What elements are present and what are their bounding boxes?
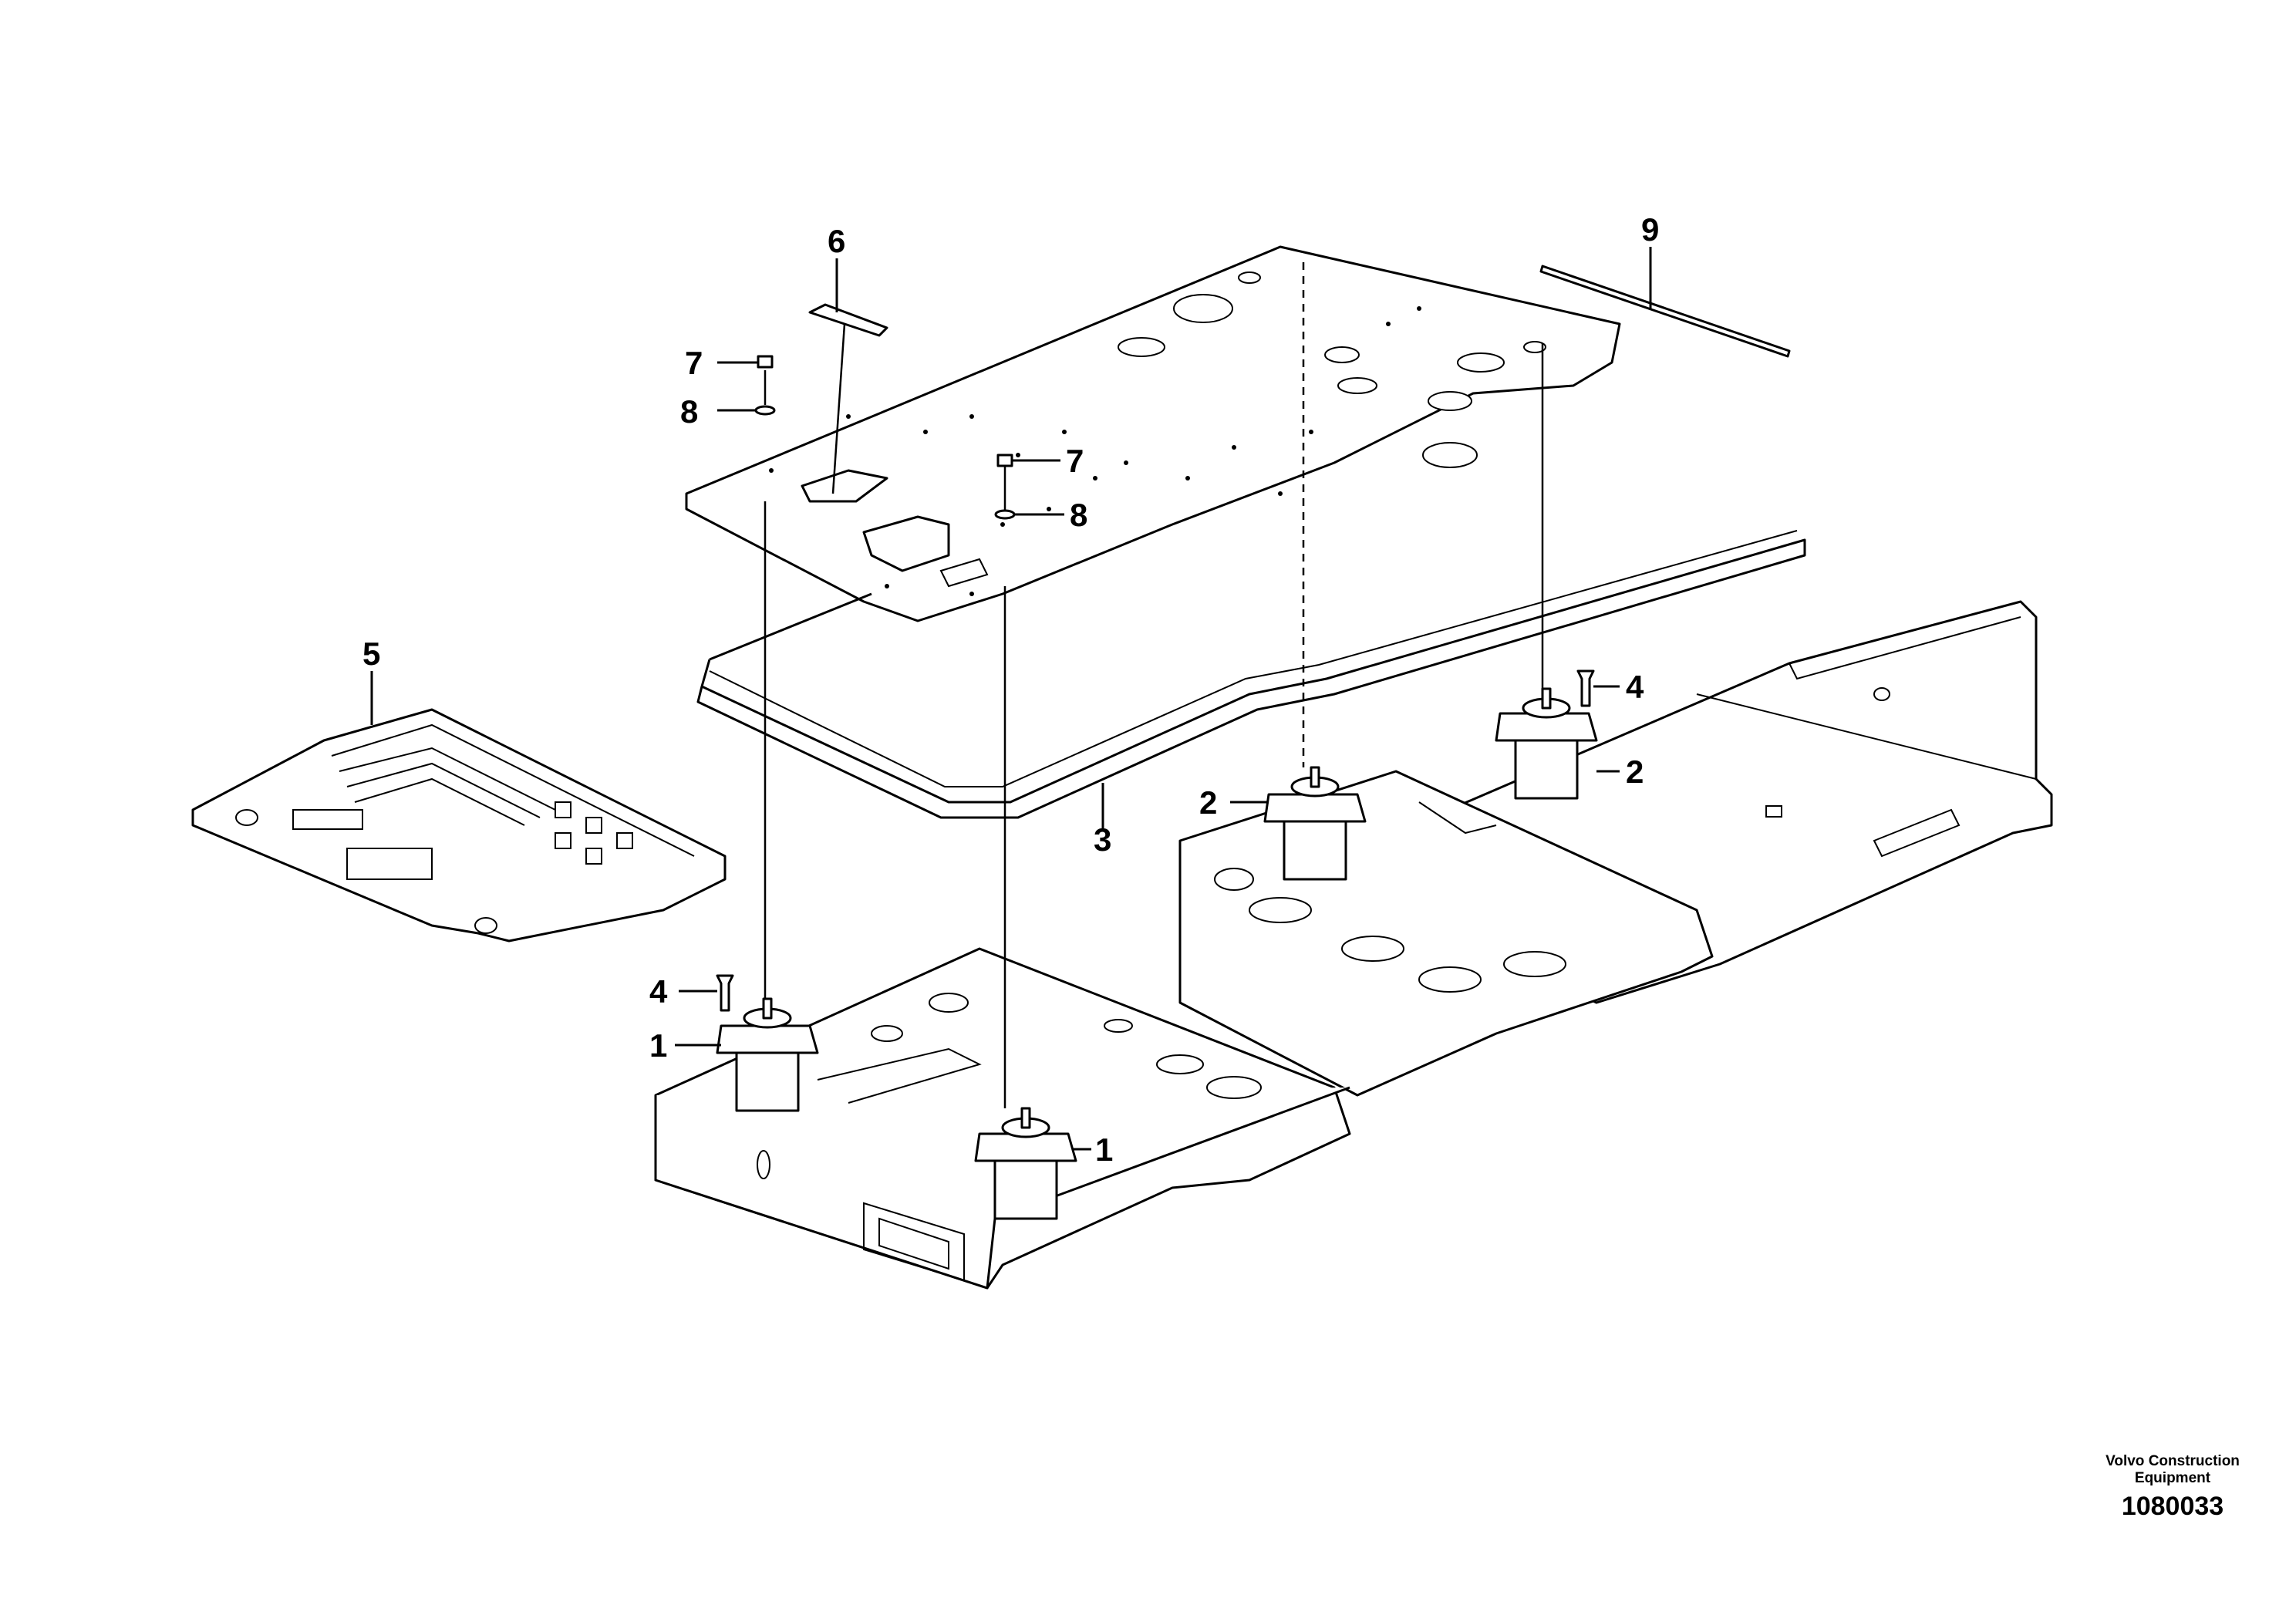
rod [1539,265,1791,358]
nut-right [996,454,1013,467]
callout-8-right: 8 [1070,497,1087,533]
callout-2-left: 2 [1199,784,1217,821]
floor-plate [685,245,1621,622]
bolt-left [716,974,734,1012]
callout-labels: 6 9 7 8 7 8 5 3 4 2 2 4 1 1 [362,211,1659,1168]
washer-right [994,509,1016,520]
callout-4-right: 4 [1626,669,1644,705]
mount-2-left [1263,766,1367,881]
leader-lines [370,247,1652,1151]
bracket-plate [808,303,888,337]
callout-8-left: 8 [680,393,698,430]
assembly-lines [764,262,1544,1108]
callout-5: 5 [362,636,380,672]
callout-4-left: 4 [649,973,668,1010]
callout-1-left: 1 [649,1027,667,1064]
callout-9: 9 [1641,211,1659,248]
nut-left [757,355,774,369]
bolt-right [1576,669,1595,707]
callout-7-right: 7 [1066,443,1084,479]
mount-1-right [974,1107,1077,1220]
drawing-footer: Volvo Construction Equipment 1080033 [2095,1453,2250,1522]
seal-strip [696,530,1806,819]
callout-6: 6 [828,223,845,259]
callout-3: 3 [1094,821,1111,858]
drawing-number: 1080033 [2121,1492,2224,1521]
callout-1-right: 1 [1095,1131,1113,1168]
callout-2-right: 2 [1626,754,1644,790]
side-tray [191,708,727,943]
brand-name: Volvo Construction Equipment [2106,1453,2240,1486]
washer-left [754,405,776,416]
mount-1-left [716,997,819,1112]
mount-2-right [1495,687,1598,800]
callout-7-left: 7 [685,345,703,381]
